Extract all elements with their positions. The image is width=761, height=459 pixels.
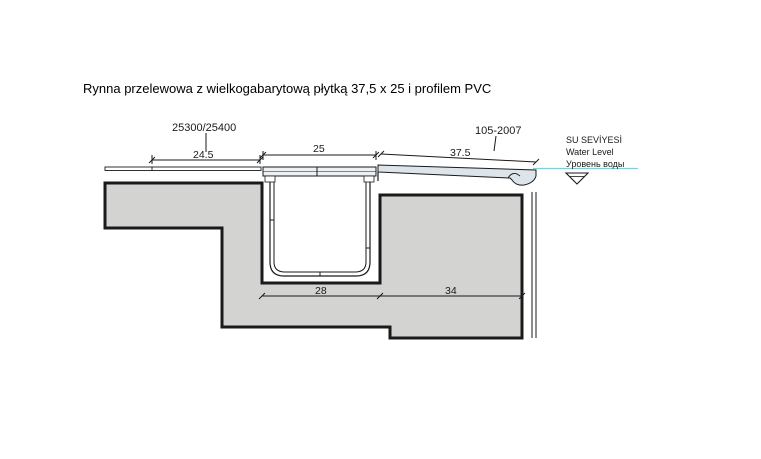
sloped-edge-tile [377, 164, 537, 186]
leader-right-part [493, 135, 497, 152]
dim-label-sloped-tile: 37.5 [450, 147, 471, 159]
concrete-slab [103, 181, 524, 340]
water-level-symbol [564, 172, 590, 185]
water-label-ru: Уровень воды [566, 159, 624, 169]
dim-label-grate: 25 [313, 143, 325, 155]
page-title: Rynna przelewowa z wielkogabarytową płyt… [83, 81, 492, 96]
dim-label-left-tile: 24.5 [193, 149, 214, 161]
dimension-left-tile [148, 155, 264, 164]
left-floor-tile [104, 166, 262, 171]
dimension-grate [259, 151, 380, 160]
gutter-channel-liner [269, 182, 371, 277]
dim-label-channel: 28 [315, 285, 327, 297]
dim-label-wall: 34 [445, 285, 457, 297]
part-number-right: 105-2007 [475, 125, 522, 137]
water-label-tr: SU SEVİYESİ [566, 135, 622, 145]
dimension-wall [380, 292, 526, 300]
water-label-en: Water Level [566, 147, 614, 157]
part-number-left: 25300/25400 [172, 122, 236, 134]
dimension-sloped-tile [377, 150, 540, 166]
